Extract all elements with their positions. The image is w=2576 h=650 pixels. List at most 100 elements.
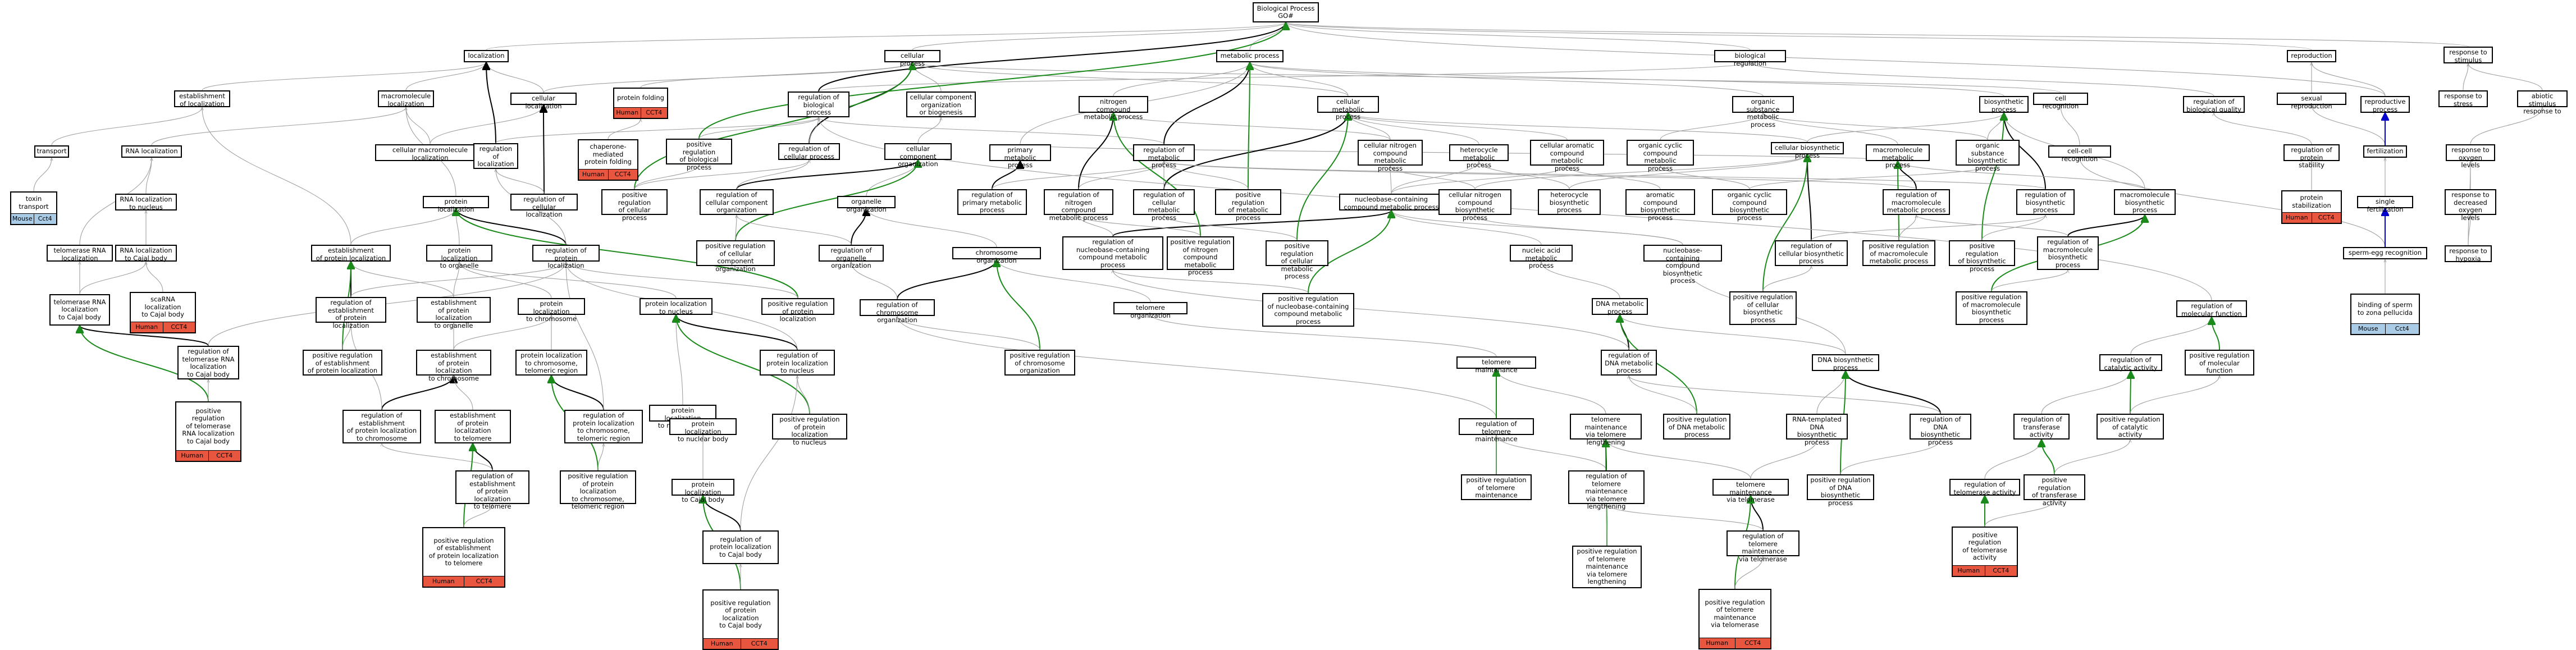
go-term-telomere-organization[interactable]: telomere organization xyxy=(1113,302,1187,319)
go-term-establishment-of-protein-localization[interactable]: establishment of protein localization xyxy=(311,245,391,262)
go-term-regulation-of-organelle-organization[interactable]: regulation of organelle organization xyxy=(819,245,884,269)
go-term-protein-localization-to-organelle[interactable]: protein localization to organelle xyxy=(426,245,492,269)
go-term-regulation-of-establishment-of-protein-localization[interactable]: regulation of establishment of protein l… xyxy=(316,297,386,329)
go-term-biological-regulation[interactable]: biological regulation xyxy=(1714,50,1786,67)
go-term-positive-regulation-of-establishment-of-protein-localization-to-telomere[interactable]: positive regulation of establishment of … xyxy=(422,527,505,588)
go-term-positive-regulation-of-telomerase-rna-localization-to-cajal-body[interactable]: positive regulation of telomerase RNA lo… xyxy=(175,401,241,462)
go-term-positive-regulation-of-protein-localization-to-nucleus[interactable]: positive regulation of protein localizat… xyxy=(772,414,847,446)
go-term-organic-cyclic-compound-biosynthetic-process[interactable]: organic cyclic compound biosynthetic pro… xyxy=(1712,189,1787,221)
go-term-positive-regulation-of-nitrogen-compound-metabolic-process[interactable]: positive regulation of nitrogen compound… xyxy=(1167,236,1234,276)
go-term-regulation-of-dna-biosynthetic-process[interactable]: regulation of DNA biosynthetic process xyxy=(1910,414,1971,446)
go-term-positive-regulation-of-cellular-process[interactable]: positive regulation of cellular process xyxy=(601,189,668,221)
go-term-positive-regulation-of-telomerase-activity[interactable]: positive regulation of telomerase activi… xyxy=(1952,527,2018,577)
go-term-protein-localization-to-nucleus[interactable]: protein localization to nucleus xyxy=(640,298,712,315)
go-term-macromolecule-localization[interactable]: macromolecule localization xyxy=(378,90,434,107)
go-term-cellular-aromatic-compound-metabolic-process[interactable]: cellular aromatic compound metabolic pro… xyxy=(1530,140,1604,172)
go-term-macromolecule-biosynthetic-process[interactable]: macromolecule biosynthetic process xyxy=(2114,189,2176,215)
go-term-regulation-of-telomere-maintenance-via-telomere-lengthening[interactable]: regulation of telomere maintenance via t… xyxy=(1568,470,1645,510)
go-term-cellular-metabolic-process[interactable]: cellular metabolic process xyxy=(1317,96,1379,121)
go-term-regulation-of-catalytic-activity[interactable]: regulation of catalytic activity xyxy=(2099,354,2162,371)
go-term-localization[interactable]: localization xyxy=(464,50,509,62)
go-term-regulation-of-molecular-function[interactable]: regulation of molecular function xyxy=(2176,300,2247,317)
go-term-establishment-of-localization[interactable]: establishment of localization xyxy=(174,90,230,107)
go-term-telomerase-rna-localization[interactable]: telomerase RNA localization xyxy=(47,245,113,262)
go-term-positive-regulation-of-protein-localization[interactable]: positive regulation of protein localizat… xyxy=(761,298,834,323)
go-term-establishment-of-protein-localization-to-telomere[interactable]: establishment of protein localization to… xyxy=(435,410,511,443)
go-term-cellular-biosynthetic-process[interactable]: cellular biosynthetic process xyxy=(1771,142,1844,159)
go-term-regulation-of-biological-quality[interactable]: regulation of biological quality xyxy=(2183,96,2245,113)
go-term-biosynthetic-process[interactable]: biosynthetic process xyxy=(1979,96,2029,113)
go-term-fertilization[interactable]: fertilization xyxy=(2363,145,2407,158)
go-term-organic-cyclic-compound-metabolic-process[interactable]: organic cyclic compound metabolic proces… xyxy=(1627,140,1694,172)
go-term-rna-localization-to-nucleus[interactable]: RNA localization to nucleus xyxy=(115,194,177,210)
go-term-single-fertilization[interactable]: single fertilization xyxy=(2357,196,2413,213)
go-term-primary-metabolic-process[interactable]: primary metabolic process xyxy=(989,144,1051,169)
go-term-positive-regulation-of-establishment-of-protein-localization[interactable]: positive regulation of establishment of … xyxy=(303,350,382,376)
go-term-reproductive-process[interactable]: reproductive process xyxy=(2360,96,2410,113)
go-term-dna-biosynthetic-process[interactable]: DNA biosynthetic process xyxy=(1812,354,1879,371)
go-term-positive-regulation-of-dna-metabolic-process[interactable]: positive regulation of DNA metabolic pro… xyxy=(1663,414,1730,440)
go-term-aromatic-compound-biosynthetic-process[interactable]: aromatic compound biosynthetic process xyxy=(1625,189,1695,221)
go-term-protein-localization-to-cajal-body[interactable]: protein localization to Cajal body xyxy=(672,479,734,503)
go-term-regulation-of-cellular-component-organization[interactable]: regulation of cellular component organiz… xyxy=(700,189,774,215)
go-term-response-to-oxygen-levels[interactable]: response to oxygen levels xyxy=(2446,144,2495,169)
go-term-cellular-nitrogen-compound-biosynthetic-process[interactable]: cellular nitrogen compound biosynthetic … xyxy=(1438,189,1511,221)
go-term-regulation-of-metabolic-process[interactable]: regulation of metabolic process xyxy=(1133,144,1195,169)
go-term-regulation-of-protein-localization[interactable]: regulation of protein localization xyxy=(532,245,600,269)
go-term-regulation-of-cellular-biosynthetic-process[interactable]: regulation of cellular biosynthetic proc… xyxy=(1775,240,1848,266)
go-term-positive-regulation-of-catalytic-activity[interactable]: positive regulation of catalytic activit… xyxy=(2097,414,2164,440)
go-term-cellular-component-organization-or-biogenesis[interactable]: cellular component organization or bioge… xyxy=(906,91,976,117)
go-term-establishment-of-protein-localization-to-organelle[interactable]: establishment of protein localization to… xyxy=(417,297,491,329)
go-term-dna-metabolic-process[interactable]: DNA metabolic process xyxy=(1592,298,1648,315)
go-term-reproduction[interactable]: reproduction xyxy=(2287,50,2336,62)
go-term-rna-localization[interactable]: RNA localization xyxy=(121,145,182,158)
go-term-positive-regulation-of-telomere-maintenance-via-telomere-lengthening[interactable]: positive regulation of telomere maintena… xyxy=(1572,546,1642,588)
go-term-biological-process-go[interactable]: Biological Process GO# xyxy=(1253,2,1319,22)
go-term-positive-regulation-of-metabolic-process[interactable]: positive regulation of metabolic process xyxy=(1215,189,1281,221)
go-term-cellular-macromolecule-localization[interactable]: cellular macromolecule localization xyxy=(375,144,485,161)
go-term-cellular-process[interactable]: cellular process xyxy=(884,50,940,67)
go-term-telomerase-rna-localization-to-cajal-body[interactable]: telomerase RNA localization to Cajal bod… xyxy=(49,294,110,326)
go-term-protein-localization-to-chromosome-telomeric-region[interactable]: protein localization to chromosome, telo… xyxy=(515,350,587,376)
go-term-regulation-of-protein-localization-to-nucleus[interactable]: regulation of protein localization to nu… xyxy=(760,350,835,376)
go-term-abiotic-stimulus-response-to[interactable]: abiotic stimulus response to xyxy=(2517,90,2568,115)
go-term-cellular-localization[interactable]: cellular localization xyxy=(510,93,577,109)
go-term-positive-regulation-of-biological-process[interactable]: positive regulation of biological proces… xyxy=(666,139,732,171)
go-term-regulation-of-dna-metabolic-process[interactable]: regulation of DNA metabolic process xyxy=(1601,350,1657,376)
go-term-positive-regulation-of-transferase-activity[interactable]: positive regulation of transferase activ… xyxy=(2024,474,2085,506)
go-term-regulation-of-macromolecule-biosynthetic-process[interactable]: regulation of macromolecule biosynthetic… xyxy=(2037,236,2099,270)
go-term-positive-regulation-of-protein-localization-to-chromosome-telomeric-region[interactable]: positive regulation of protein localizat… xyxy=(560,470,636,510)
go-term-positive-regulation-of-cellular-component-organization[interactable]: positive regulation of cellular componen… xyxy=(696,240,775,272)
go-term-nucleobase-containing-compound-metabolic-process[interactable]: nucleobase-containing compound metabolic… xyxy=(1339,194,1444,210)
go-term-cell-recognition[interactable]: cell recognition xyxy=(2033,93,2088,109)
go-term-regulation-of-telomere-maintenance-via-telomerase[interactable]: regulation of telomere maintenance via t… xyxy=(1727,530,1799,562)
go-term-regulation-of-biosynthetic-process[interactable]: regulation of biosynthetic process xyxy=(2016,189,2075,215)
go-term-macromolecule-metabolic-process[interactable]: macromolecule metabolic process xyxy=(1866,144,1930,169)
go-term-regulation-of-cellular-metabolic-process[interactable]: regulation of cellular metabolic process xyxy=(1133,189,1195,221)
go-term-positive-regulation-of-macromolecule-biosynthetic-process[interactable]: positive regulation of macromolecule bio… xyxy=(1956,291,2027,325)
go-term-response-to-stress[interactable]: response to stress xyxy=(2438,90,2488,107)
go-term-regulation-of-nucleobase-containing-compound-metabolic-process[interactable]: regulation of nucleobase-containing comp… xyxy=(1062,236,1163,270)
go-term-regulation-of-transferase-activity[interactable]: regulation of transferase activity xyxy=(2013,414,2070,440)
go-term-response-to-stimulus[interactable]: response to stimulus xyxy=(2443,47,2493,63)
go-term-nucleic-acid-metabolic-process[interactable]: nucleic acid metabolic process xyxy=(1510,245,1573,269)
go-term-positive-regulation-of-dna-biosynthetic-process[interactable]: positive regulation of DNA biosynthetic … xyxy=(1807,474,1874,506)
go-term-regulation-of-establishment-of-protein-localization-to-telomere[interactable]: regulation of establishment of protein l… xyxy=(455,470,529,510)
go-term-positive-regulation-of-chromosome-organization[interactable]: positive regulation of chromosome organi… xyxy=(1004,350,1075,376)
go-term-telomere-maintenance-via-telomerase[interactable]: telomere maintenance via telomerase xyxy=(1712,479,1789,503)
go-term-positive-regulation-of-cellular-metabolic-process[interactable]: positive regulation of cellular metaboli… xyxy=(1266,240,1328,280)
go-term-metabolic-process[interactable]: metabolic process xyxy=(1216,50,1284,62)
go-term-regulation-of-cellular-process[interactable]: regulation of cellular process xyxy=(778,143,840,160)
go-term-establishment-of-protein-localization-to-chromosome[interactable]: establishment of protein localization to… xyxy=(416,350,491,382)
go-term-regulation-of-protein-localization-to-chromosome-telomeric-region[interactable]: regulation of protein localization to ch… xyxy=(564,410,643,443)
go-term-rna-localization-to-cajal-body[interactable]: RNA localization to Cajal body xyxy=(115,245,177,262)
go-term-regulation-of-nitrogen-compound-metabolic-process[interactable]: regulation of nitrogen compound metaboli… xyxy=(1044,189,1113,221)
go-term-cell-cell-recognition[interactable]: cell-cell recognition xyxy=(2048,145,2111,162)
go-term-heterocycle-biosynthetic-process[interactable]: heterocycle biosynthetic process xyxy=(1538,189,1601,215)
go-term-response-to-hypoxia[interactable]: response to hypoxia xyxy=(2445,245,2492,262)
go-term-positive-regulation-of-macromolecule-metabolic-process[interactable]: positive regulation of macromolecule met… xyxy=(1862,240,1935,266)
